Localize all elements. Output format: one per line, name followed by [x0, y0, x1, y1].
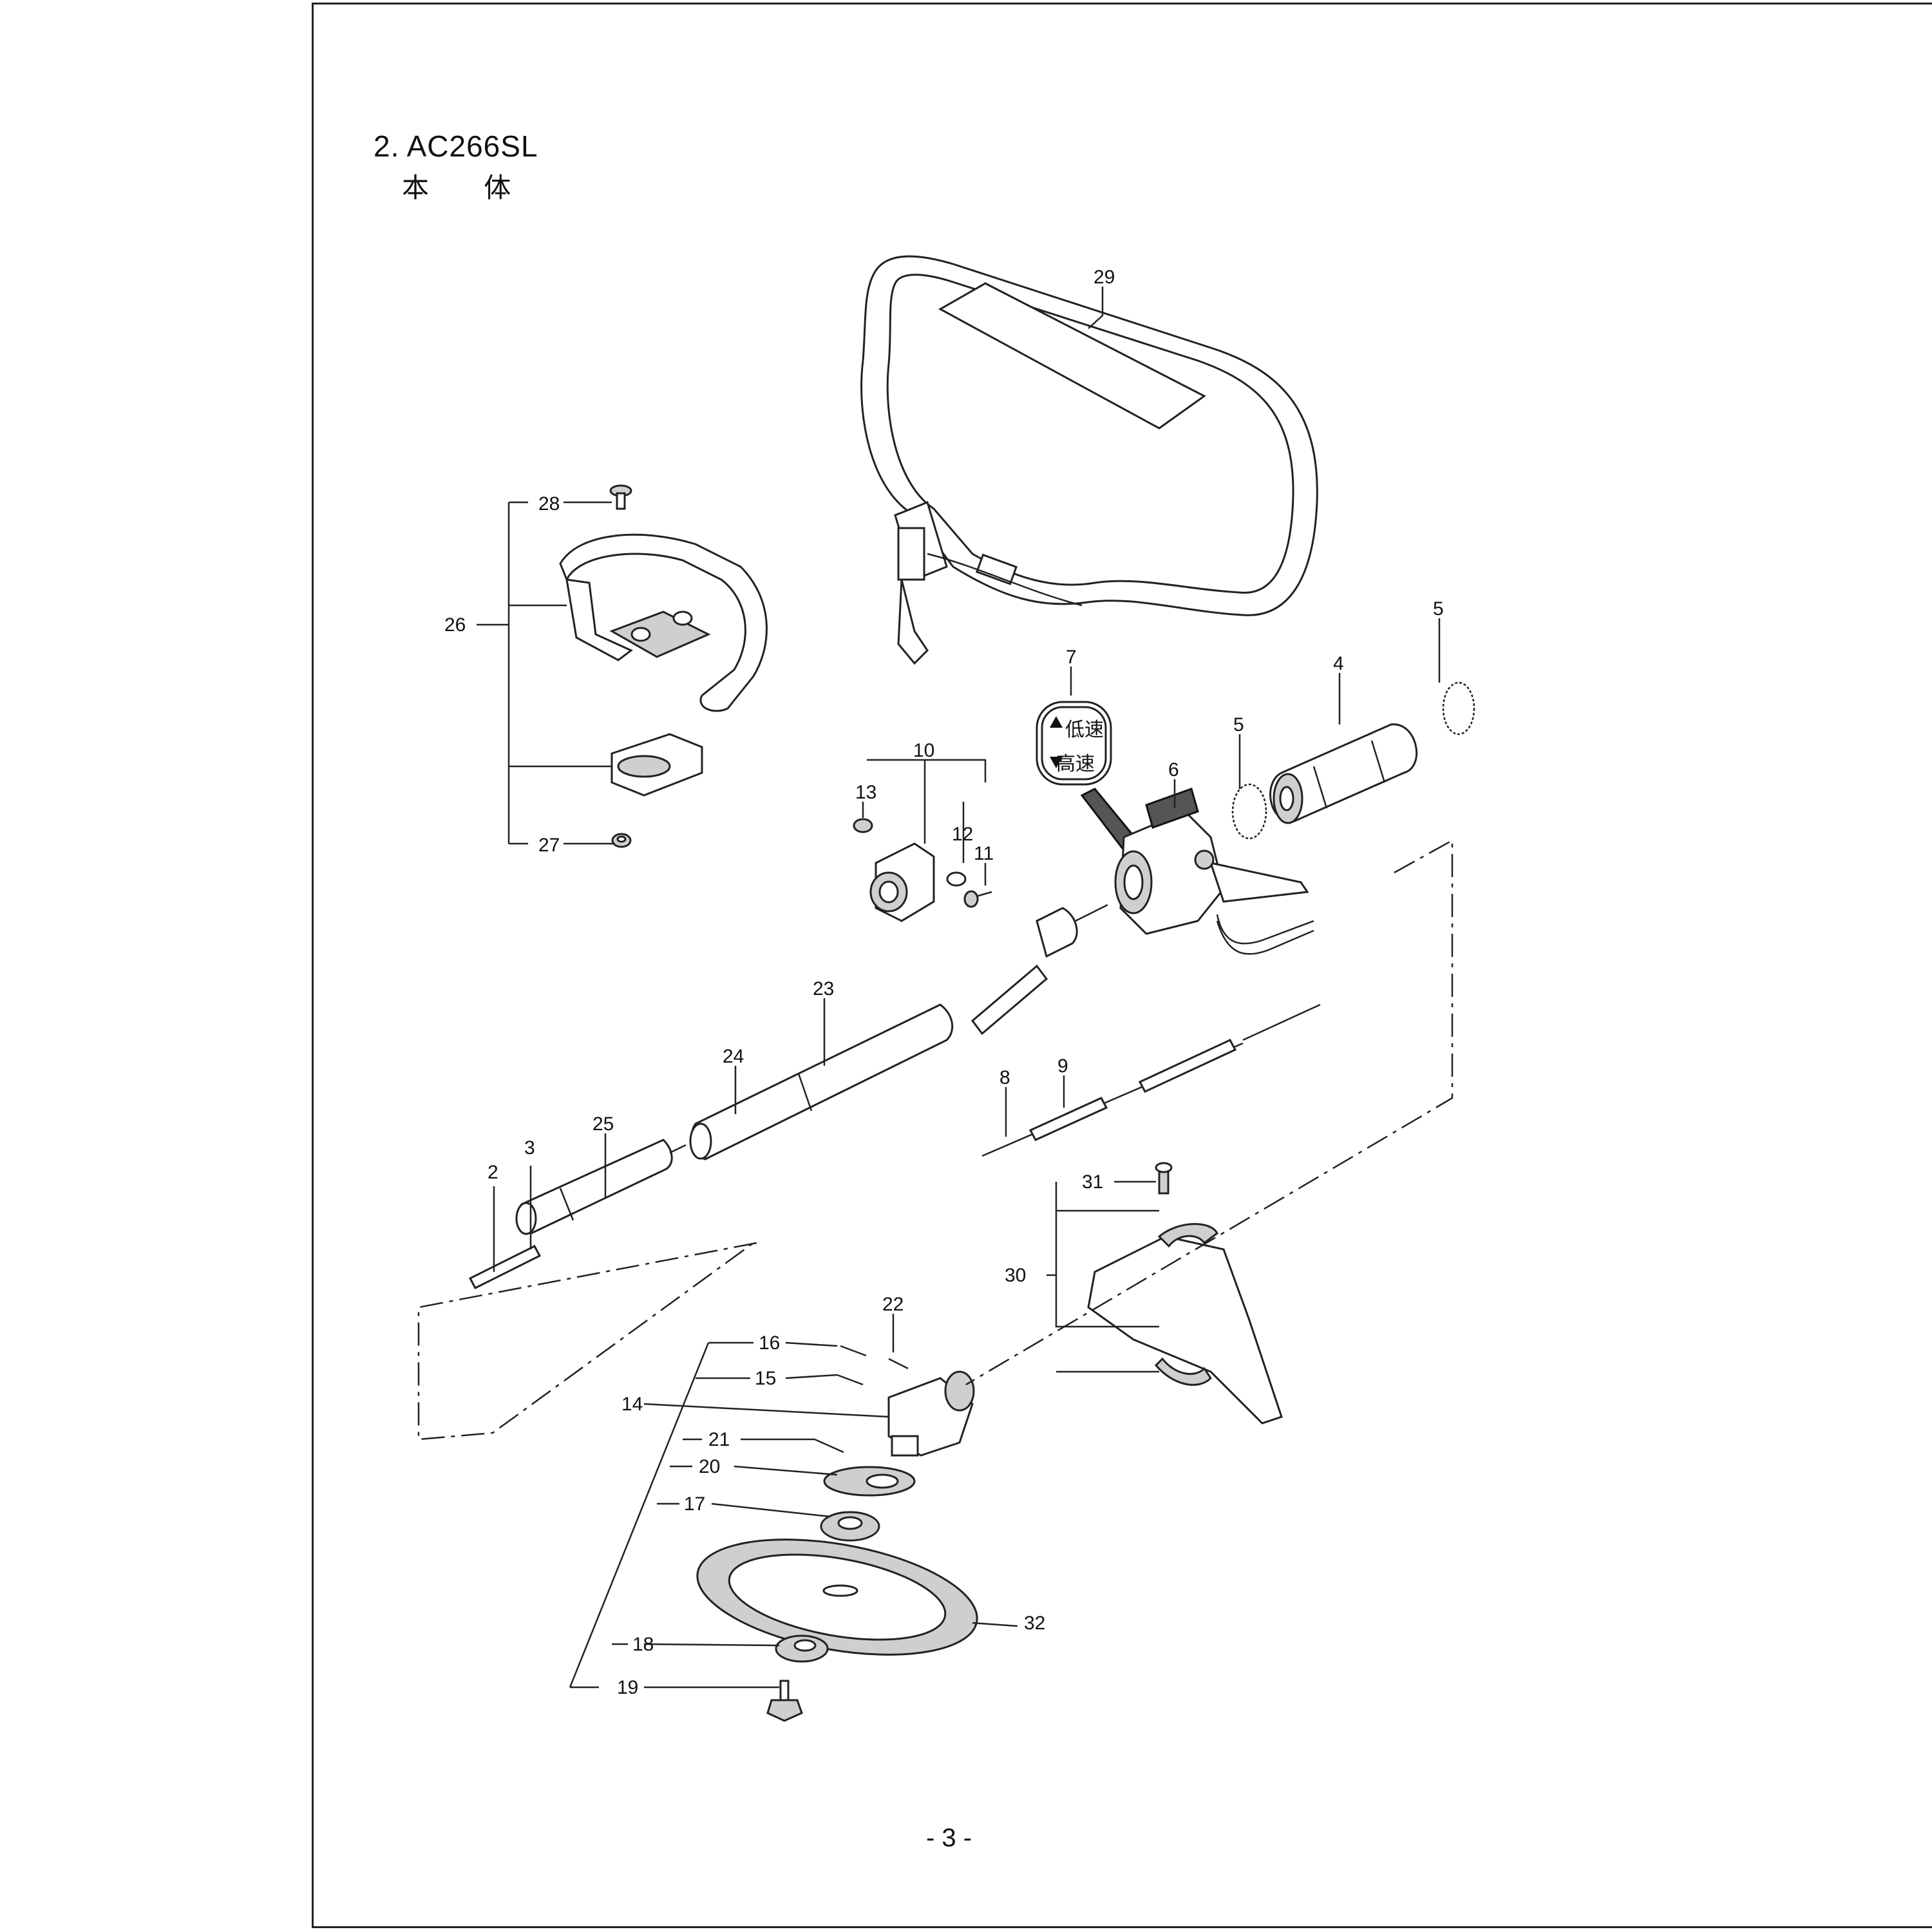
callout-28: 28: [538, 493, 560, 515]
shoulder-harness: [860, 255, 1318, 665]
gear-case: [814, 1345, 975, 1457]
callout-12: 12: [952, 824, 973, 845]
callout-22: 22: [882, 1294, 904, 1315]
callout-6: 6: [1168, 759, 1179, 781]
clip-ring-5a: [1231, 783, 1267, 840]
callout-4: 4: [1333, 653, 1344, 674]
page-number: - 3 -: [926, 1824, 972, 1852]
callout-17: 17: [684, 1493, 705, 1515]
grip-sleeve: [1269, 723, 1418, 824]
callout-29: 29: [1094, 267, 1115, 288]
callout-15: 15: [755, 1368, 776, 1389]
drive-shaft-tube: [468, 904, 1108, 1289]
washer-17: [820, 1511, 880, 1542]
callout-18: 18: [632, 1634, 654, 1655]
callout-19: 19: [617, 1677, 638, 1698]
callout-30: 30: [1005, 1265, 1026, 1286]
callout-31: 31: [1082, 1171, 1103, 1193]
callout-labels: 29 28 26 27 5 4 7 5 6 10 13 12 11 23 24 …: [444, 267, 1444, 1698]
callout-10: 10: [913, 740, 934, 761]
callout-5-left: 5: [1233, 714, 1244, 735]
throttle-housing: [1114, 788, 1314, 955]
callout-24: 24: [723, 1046, 744, 1067]
switch-high-label: 高速: [1056, 753, 1095, 775]
callout-32: 32: [1024, 1613, 1045, 1634]
callout-9: 9: [1057, 1056, 1068, 1077]
callout-11: 11: [974, 843, 994, 864]
callout-7: 7: [1066, 647, 1077, 668]
callout-8: 8: [999, 1067, 1010, 1088]
callout-27: 27: [538, 835, 560, 856]
leader-lines: [477, 287, 1441, 1689]
inner-cable: [981, 1003, 1321, 1157]
callout-20: 20: [699, 1456, 720, 1477]
connector-line-shaft: [417, 1242, 757, 1441]
bolt-19: [766, 1680, 803, 1722]
callout-2: 2: [488, 1162, 498, 1183]
page-frame: [312, 3, 1932, 1928]
diagram-subtitle: 本 体: [402, 172, 535, 204]
switch-low-label: 低速: [1065, 719, 1104, 741]
callout-26: 26: [444, 614, 466, 636]
speed-switch-plate: 低速 高速: [1036, 701, 1142, 851]
callout-13: 13: [855, 782, 876, 803]
callout-5-right: 5: [1433, 598, 1444, 620]
callout-14: 14: [621, 1394, 643, 1415]
loop-handle: [559, 484, 768, 848]
callout-21: 21: [708, 1429, 730, 1450]
callout-23: 23: [813, 978, 834, 999]
callout-3: 3: [524, 1137, 535, 1159]
nut-27: [611, 833, 632, 848]
blade-holder-20: [823, 1466, 916, 1497]
saw-blade: [696, 1539, 978, 1656]
diagram-title: 2. AC266SL: [374, 129, 538, 163]
clip-ring-5b: [1442, 681, 1475, 735]
connector-line-cable: [965, 838, 1454, 1386]
blade-guard: [1087, 1162, 1283, 1425]
screw-28: [609, 484, 632, 510]
callout-16: 16: [759, 1332, 780, 1354]
washer-18: [775, 1634, 829, 1663]
tube-clamp: [853, 818, 992, 922]
callout-25: 25: [592, 1113, 614, 1135]
